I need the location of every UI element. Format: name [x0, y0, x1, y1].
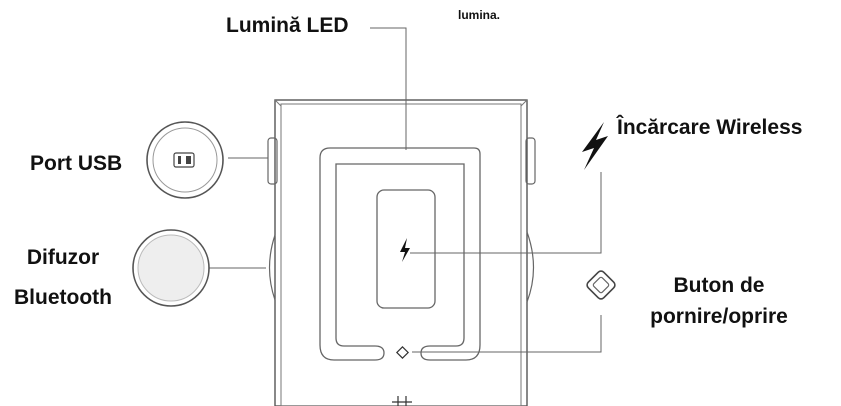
- bottom-stem: [392, 396, 412, 406]
- pad-lightning-bolt-icon: [400, 238, 410, 262]
- lightning-bolt-icon: [582, 122, 608, 170]
- speaker-grille-icon: [132, 229, 210, 307]
- wireless-charging-label: Încărcare Wireless: [617, 116, 803, 139]
- leader-led: [370, 27, 407, 150]
- speaker-label-line1: Difuzor: [26, 246, 100, 269]
- top-note-label: lumina.: [458, 8, 501, 22]
- side-tabs: [267, 137, 536, 303]
- speaker-label-line2: Bluetooth: [14, 286, 112, 309]
- led-light-label: Lumină LED: [226, 14, 349, 37]
- leader-lines: [209, 27, 602, 353]
- leader-wireless: [410, 172, 602, 254]
- usb-port-label: Port USB: [30, 152, 123, 175]
- charging-pad: [376, 189, 436, 309]
- leader-power: [412, 315, 602, 353]
- power-button-label-line2: pornire/oprire: [650, 305, 788, 328]
- led-light-ring: [319, 147, 481, 361]
- power-button-label-line1: Buton de: [673, 274, 765, 297]
- usb-port-icon: [146, 121, 224, 199]
- diamond-button-icon: [586, 270, 616, 300]
- device-power-button: [395, 345, 410, 360]
